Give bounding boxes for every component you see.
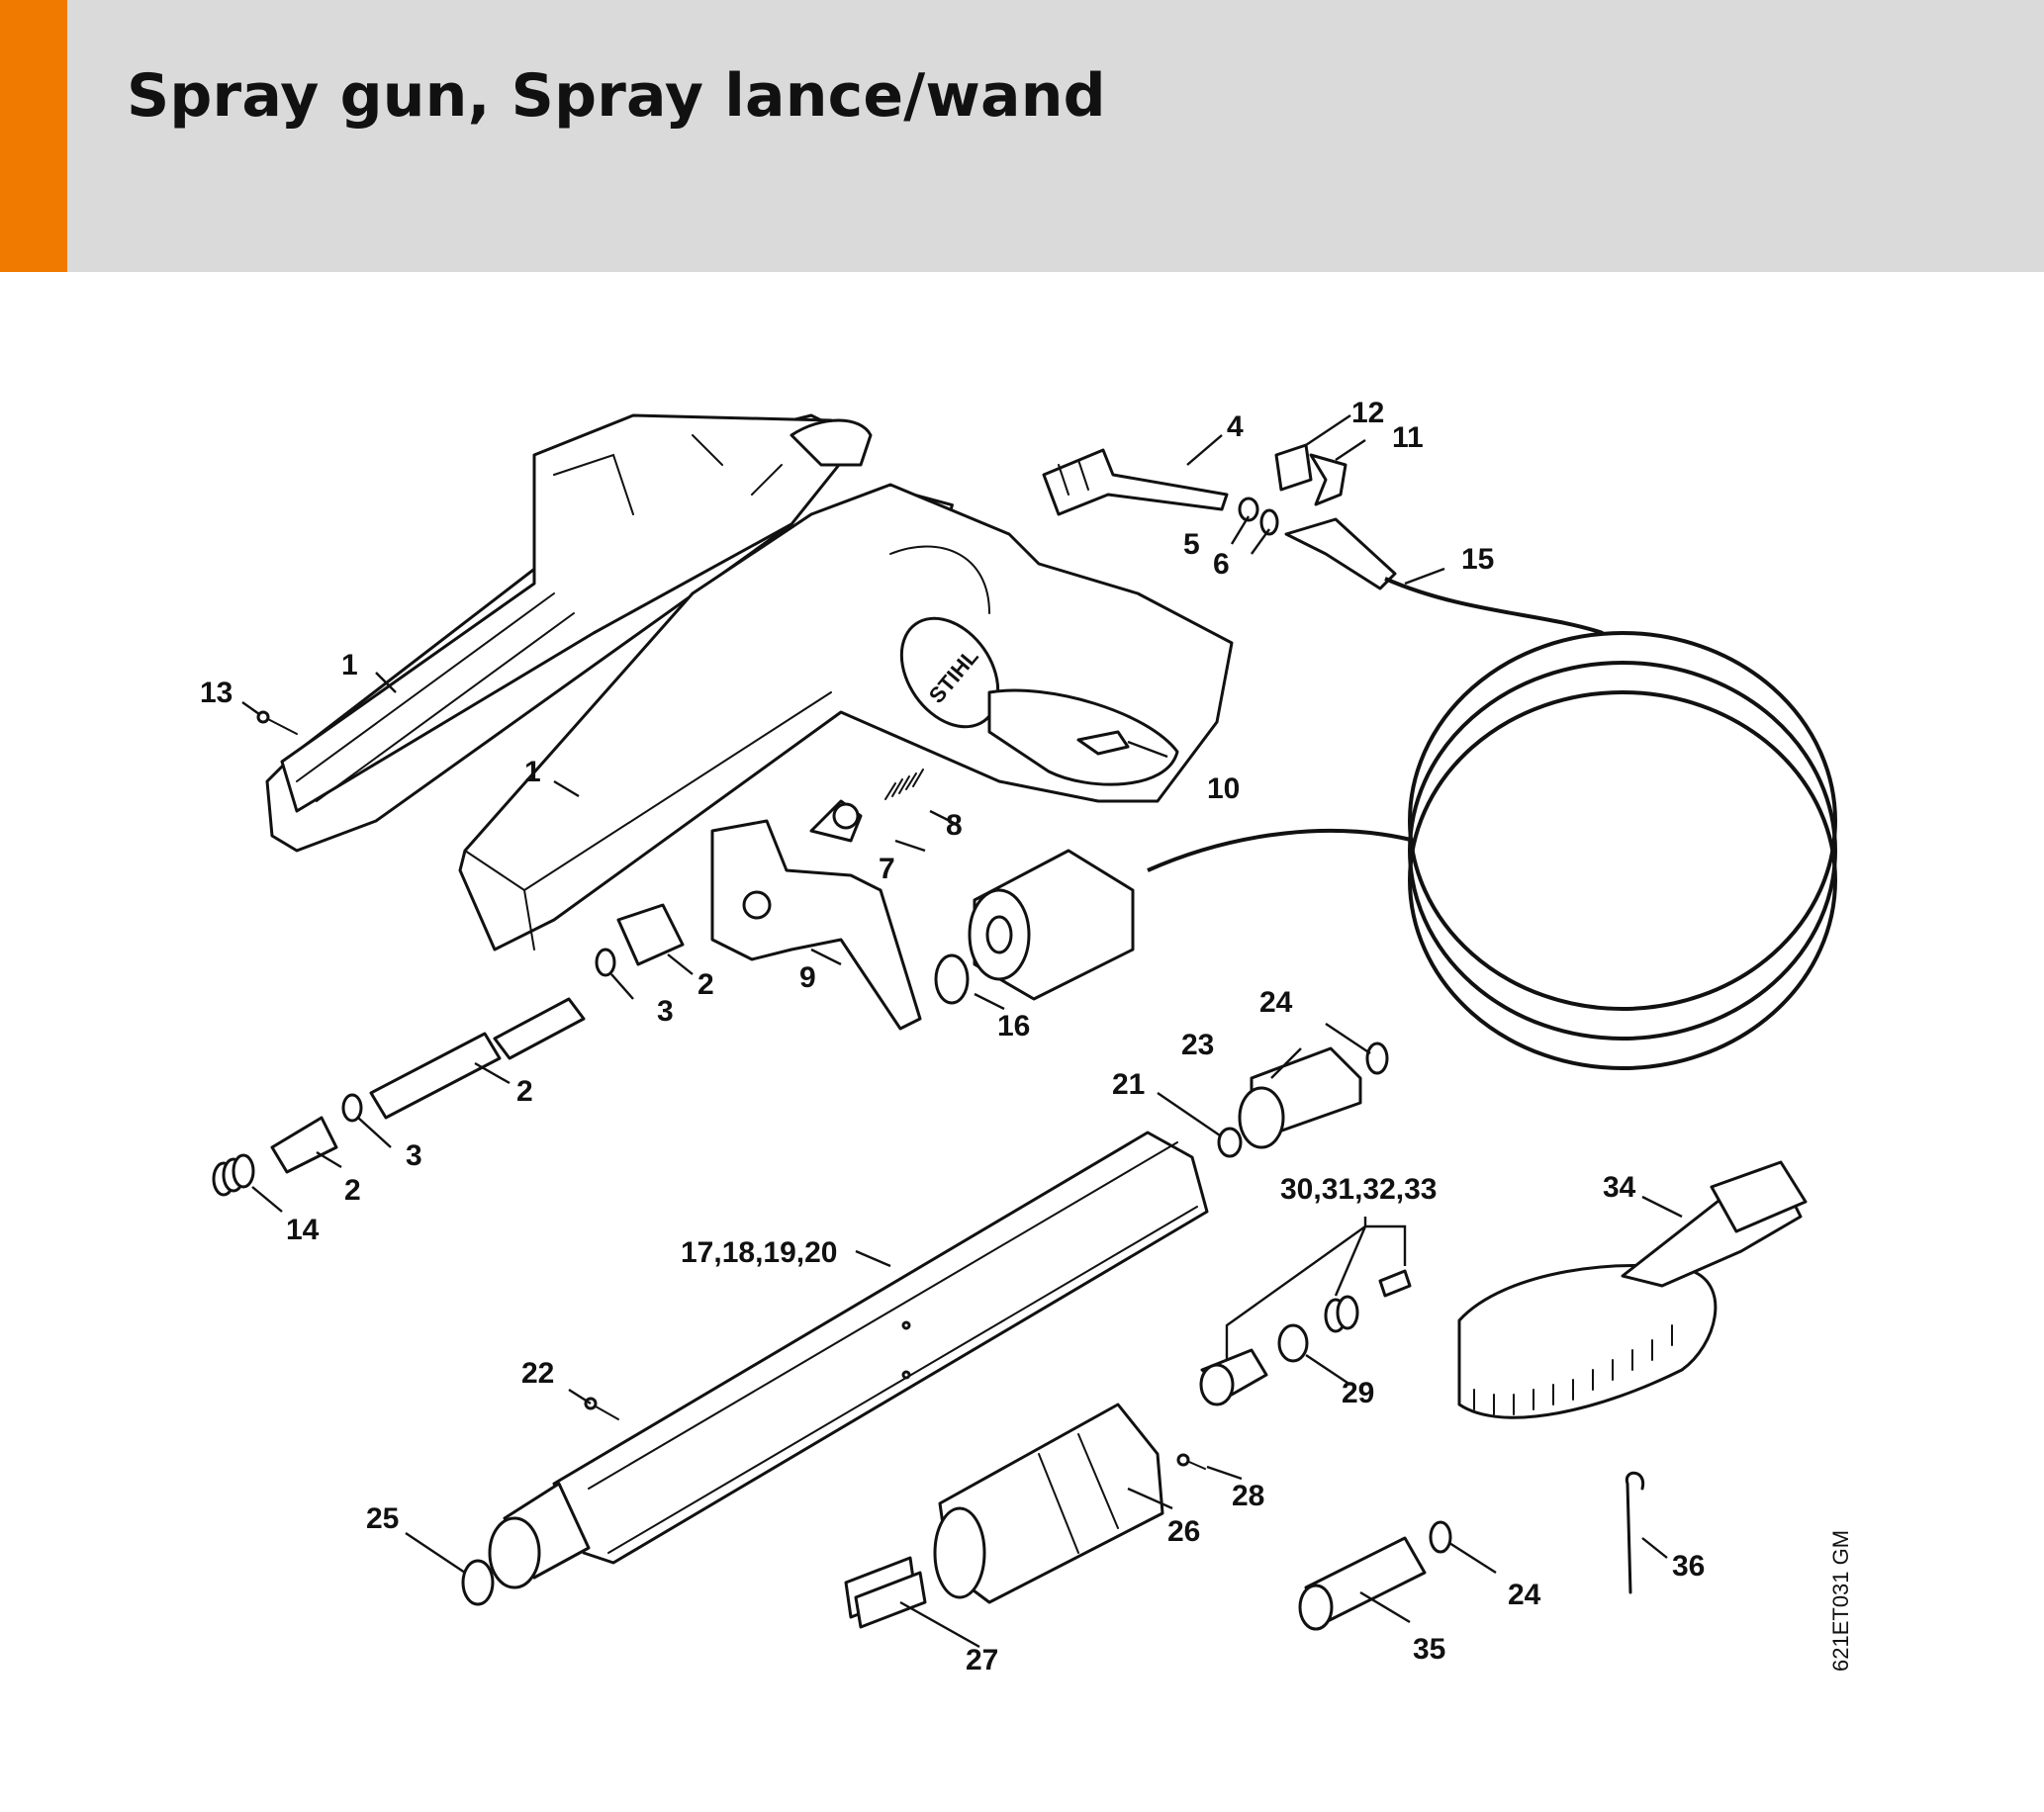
callout-1b: 1	[524, 756, 541, 788]
o-ring-part-25	[461, 1559, 495, 1606]
callout-27: 27	[966, 1644, 998, 1676]
callout-21: 21	[1112, 1068, 1145, 1101]
adapter-part-35	[1298, 1536, 1427, 1631]
callout-22: 22	[521, 1357, 554, 1390]
callout-25: 25	[366, 1502, 399, 1535]
angled-pipe-part-4	[1042, 448, 1229, 516]
callout-12: 12	[1351, 397, 1384, 429]
spring-part-14	[212, 1153, 255, 1197]
callout-23: 23	[1181, 1029, 1214, 1061]
callout-2b: 2	[516, 1075, 533, 1108]
screw-part-22	[584, 1397, 619, 1420]
brand-accent-bar	[0, 0, 67, 272]
retaining-clip-part-11	[1309, 453, 1347, 506]
callout-1a: 1	[341, 649, 358, 681]
callout-13: 13	[200, 677, 232, 709]
callout-4: 4	[1227, 410, 1244, 443]
callout-3a: 3	[657, 995, 674, 1028]
clip-part-36	[1625, 1471, 1645, 1594]
callout-6: 6	[1213, 548, 1230, 581]
screw-coupling-part-23	[1238, 1046, 1362, 1149]
callout-2a: 2	[697, 968, 714, 1001]
o-ring-part-21	[1217, 1127, 1243, 1158]
nozzle-part-26	[933, 1403, 1164, 1604]
callout-5: 5	[1183, 528, 1200, 561]
gun-handle-rear-half	[265, 413, 954, 853]
callout-16: 16	[997, 1010, 1030, 1042]
callout-14: 14	[286, 1214, 320, 1246]
gun-handle-front-half: STIHL	[458, 483, 1234, 951]
page-title: Spray gun, Spray lance/wand	[127, 61, 1106, 131]
callout-36: 36	[1672, 1550, 1705, 1583]
callout-24a: 24	[1259, 986, 1293, 1019]
header-band	[0, 0, 2044, 272]
drawing-code: 621ET031 GM	[1828, 1530, 1853, 1672]
callout-34: 34	[1603, 1171, 1636, 1204]
leader-lines	[241, 414, 1683, 1649]
callout-3b: 3	[406, 1139, 422, 1172]
plate-part-12	[1274, 443, 1313, 492]
callout-11: 11	[1392, 421, 1424, 454]
hose-coupling-nut	[968, 849, 1135, 1001]
hose-part-15	[1147, 517, 1837, 1070]
callout-8: 8	[946, 809, 963, 842]
valve-pin-part-7	[809, 799, 863, 843]
o-ring-part-16	[934, 953, 970, 1005]
callout-17-20: 17,18,19,20	[681, 1236, 837, 1269]
callout-35: 35	[1413, 1633, 1445, 1666]
nozzle-insert-part-30-33	[1199, 1269, 1412, 1406]
o-ring-part-24-bottom	[1429, 1520, 1452, 1554]
callout-7: 7	[879, 853, 895, 885]
callout-24b: 24	[1508, 1579, 1541, 1611]
o-ring-part-24-top	[1365, 1042, 1389, 1075]
callout-labels: 1 1 2 2 2 3 3 4 5 6 7 8 9 10 11 12 13 14…	[200, 397, 1705, 1676]
callout-30-33: 30,31,32,33	[1280, 1173, 1437, 1206]
callout-2c: 2	[344, 1174, 361, 1207]
trigger-part-9	[710, 819, 922, 1031]
screw-part-13	[256, 710, 298, 735]
o-ring-part-29	[1277, 1323, 1309, 1363]
callout-9: 9	[799, 961, 816, 994]
wash-brush-part-34	[1457, 1160, 1808, 1419]
callout-28: 28	[1232, 1480, 1264, 1512]
callout-15: 15	[1461, 543, 1494, 576]
seal-rings-part-5-6	[1238, 497, 1279, 536]
o-rings-part-3	[341, 948, 616, 1123]
screw-part-28	[1176, 1453, 1206, 1470]
callout-29: 29	[1342, 1377, 1374, 1409]
label-part-27	[844, 1556, 927, 1629]
connector-tubes-part-2	[270, 903, 685, 1174]
spring-part-8	[884, 769, 924, 800]
callout-10: 10	[1207, 772, 1240, 805]
spray-lance-part-17-20	[488, 1131, 1209, 1589]
callout-26: 26	[1167, 1515, 1200, 1548]
